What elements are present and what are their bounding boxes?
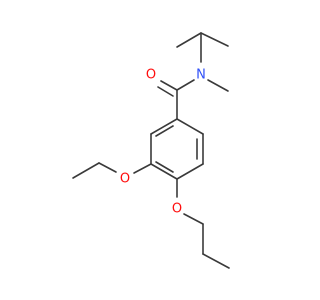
molecule-structure: O N O O bbox=[72, 32, 230, 269]
bond-carbonyl-a bbox=[160, 80, 178, 91]
bond-ring-1-2 bbox=[176, 118, 204, 135]
bond-ring-6-1 bbox=[150, 118, 178, 135]
molecule-canvas: O N O O bbox=[72, 32, 230, 269]
bond-ring-o-ethoxy bbox=[133, 163, 152, 174]
bond-ring-inner-c bbox=[155, 125, 174, 137]
bond-isopropyl-ch3-right bbox=[200, 32, 229, 47]
bond-o-ch2-propoxy bbox=[183, 213, 204, 225]
atom-oxygen-propoxy: O bbox=[172, 202, 182, 217]
bond-ring-inner-b bbox=[155, 161, 174, 173]
bond-ring-3-4 bbox=[176, 163, 204, 180]
atom-oxygen-ethoxy: O bbox=[120, 172, 130, 187]
bond-propyl-c3 bbox=[202, 253, 230, 269]
atom-oxygen-carbonyl: O bbox=[146, 68, 156, 83]
bond-n-methyl bbox=[207, 79, 229, 92]
bond-ethyl-ch3 bbox=[72, 162, 100, 179]
bond-amide-c-n bbox=[176, 79, 195, 91]
bond-isopropyl-ch3-left bbox=[176, 32, 202, 48]
bond-o-ch2-ethoxy bbox=[98, 162, 117, 173]
bond-ring-4-5 bbox=[150, 163, 178, 180]
bond-carbonyl-b bbox=[157, 86, 174, 97]
atom-nitrogen-amide: N bbox=[196, 68, 206, 83]
